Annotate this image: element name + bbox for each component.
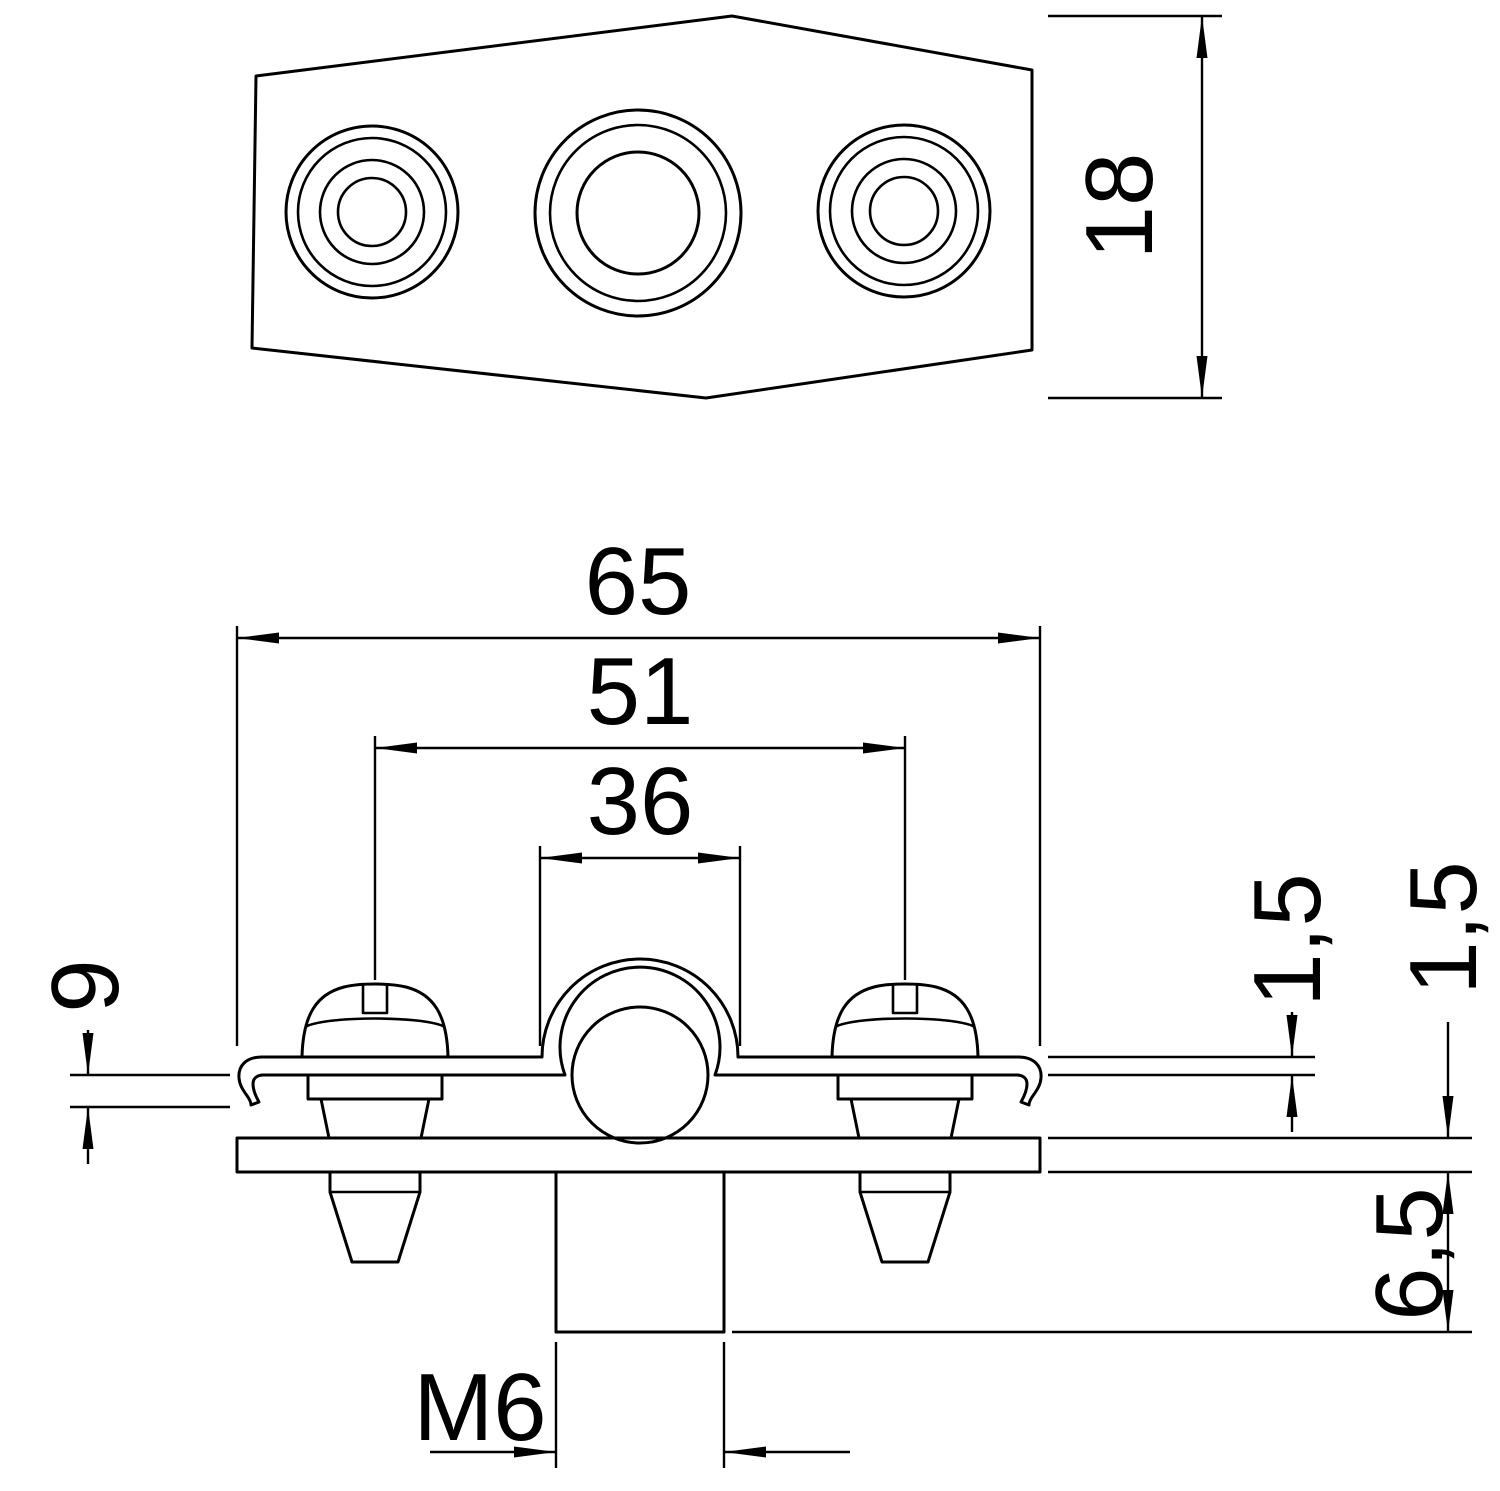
dimension-thread-size: M6 bbox=[413, 1342, 850, 1468]
hole-left-inner bbox=[336, 176, 408, 248]
dimension-label-end-height: 9 bbox=[32, 959, 139, 1012]
dimension-label-plate-width: 18 bbox=[1066, 153, 1173, 260]
dimension-stud-protrusion: 6,5 bbox=[732, 1172, 1472, 1334]
top-view-hole-center bbox=[533, 108, 743, 318]
front-view: 65 51 36 9 1,5 bbox=[32, 528, 1497, 1468]
hole-right-inner bbox=[868, 175, 940, 247]
dimension-label-strap-thickness: 1,5 bbox=[1234, 873, 1341, 1006]
hole-right-outer-ring bbox=[816, 123, 992, 299]
dimension-label-clamp-width: 36 bbox=[587, 748, 694, 855]
screw-right-head bbox=[830, 982, 980, 1059]
screw-left-head bbox=[300, 982, 450, 1059]
dimension-plate-width: 18 bbox=[1048, 14, 1222, 400]
screw-right bbox=[830, 982, 980, 1264]
pipe-cross-section bbox=[570, 1005, 710, 1145]
top-view-hole-right bbox=[816, 123, 992, 299]
hole-left-ring-3 bbox=[318, 158, 426, 266]
dimension-label-thread-size: M6 bbox=[413, 1354, 546, 1461]
screw-left-washer bbox=[306, 1073, 444, 1101]
dimension-label-overall-length: 65 bbox=[585, 528, 692, 635]
screw-left bbox=[300, 982, 450, 1264]
screw-right-slot bbox=[891, 983, 919, 1015]
dimension-hole-spacing: 51 bbox=[373, 638, 907, 980]
dimension-plate-thickness: 1,5 bbox=[1048, 861, 1497, 1174]
screw-left-nut bbox=[319, 1097, 431, 1140]
dimension-strap-thickness: 1,5 bbox=[1048, 873, 1341, 1132]
hole-center-inner bbox=[575, 150, 701, 276]
strap-left-hook bbox=[237, 1055, 266, 1107]
screw-right-rivet bbox=[858, 1170, 952, 1264]
base-plate bbox=[235, 1136, 1042, 1174]
dimension-overall-length: 65 bbox=[235, 528, 1042, 1046]
strap-bottom-edge bbox=[260, 965, 1020, 1077]
screw-left-rivet bbox=[328, 1170, 422, 1264]
hole-right-ring-3 bbox=[850, 157, 958, 265]
dimension-end-height: 9 bbox=[32, 959, 230, 1164]
strap-right-hook bbox=[1014, 1055, 1043, 1107]
dimension-label-plate-thickness: 1,5 bbox=[1390, 861, 1497, 994]
screw-right-washer bbox=[836, 1073, 974, 1101]
hole-right-ring-2 bbox=[828, 135, 980, 287]
screw-left-slot bbox=[361, 983, 389, 1015]
screw-right-head-line bbox=[835, 1017, 975, 1028]
top-view: 18 bbox=[250, 14, 1222, 400]
threaded-stud bbox=[554, 1170, 726, 1334]
dimension-label-hole-spacing: 51 bbox=[587, 638, 694, 745]
hole-left-outer-ring bbox=[284, 124, 460, 300]
top-view-plate-outline bbox=[250, 14, 1034, 400]
top-view-hole-left bbox=[284, 124, 460, 300]
dimension-label-stud-protrusion: 6,5 bbox=[1356, 1187, 1463, 1320]
strap-top-edge bbox=[260, 957, 1020, 1059]
hole-center-ring-2 bbox=[548, 123, 728, 303]
hole-left-ring-2 bbox=[296, 136, 448, 288]
hole-center-outer-ring bbox=[533, 108, 743, 318]
screw-left-head-line bbox=[305, 1017, 445, 1028]
dimension-clamp-width: 36 bbox=[538, 748, 742, 1046]
screw-right-nut bbox=[849, 1097, 961, 1140]
